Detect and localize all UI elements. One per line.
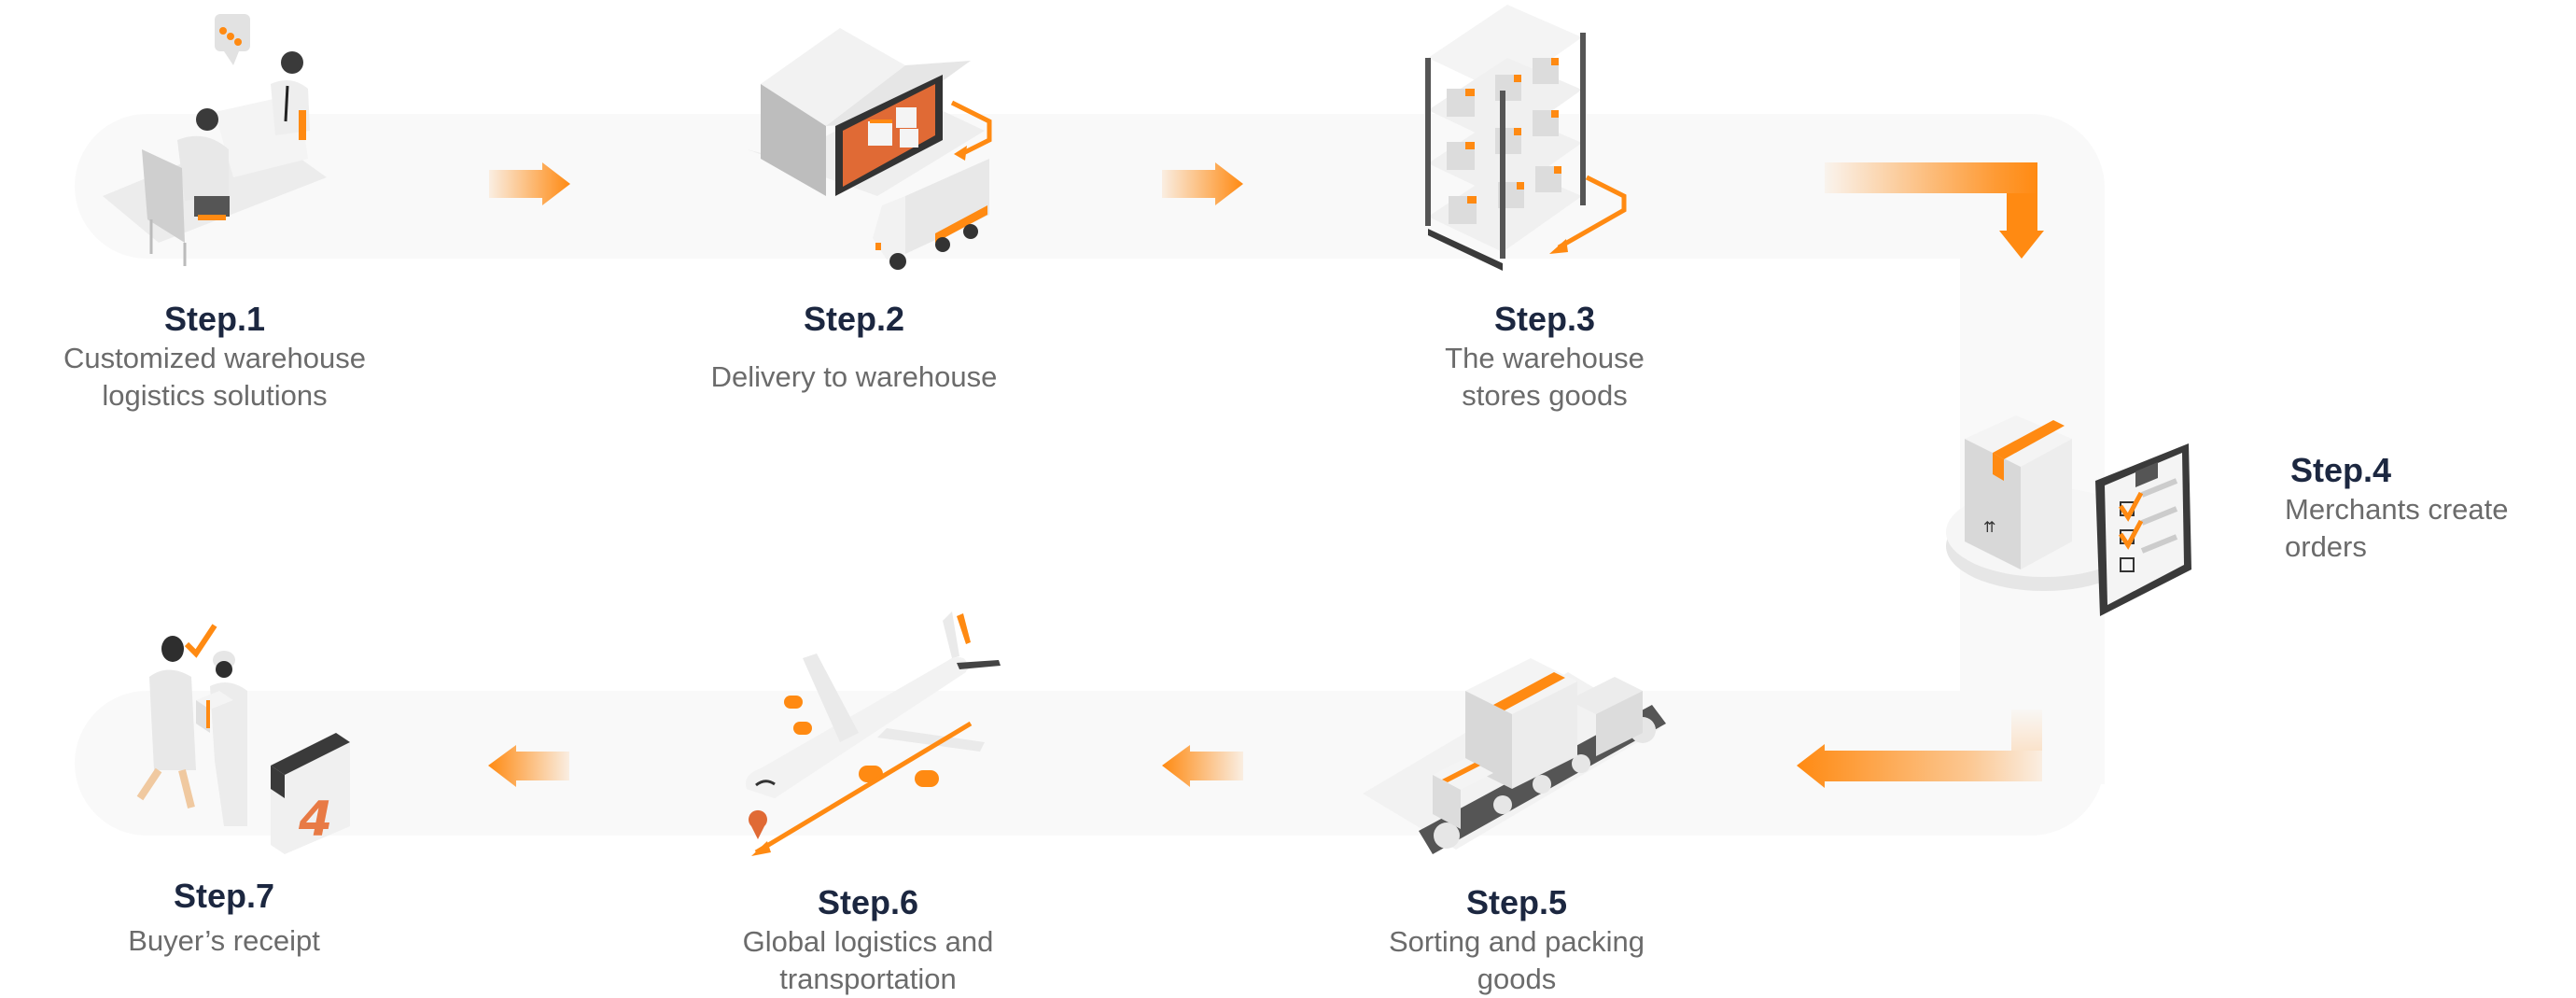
step-desc-line: Sorting and packing — [1388, 925, 1645, 958]
business-meeting-icon — [75, 9, 336, 271]
svg-text:⇈: ⇈ — [1983, 518, 1995, 536]
flow-band-bottom — [75, 691, 2105, 836]
delivery-handover-icon: 4 — [107, 611, 369, 854]
step-desc-line: Merchants create — [2285, 493, 2509, 526]
step-7: Step.7 Buyer’s receipt — [37, 876, 411, 960]
arrow-step4-to-step5 — [1797, 710, 2042, 788]
step-desc-line: Global logistics and — [742, 925, 994, 958]
conveyor-belt-icon — [1344, 635, 1680, 859]
airplane-icon — [719, 602, 1017, 864]
step-2: Step.2 Delivery to warehouse — [667, 299, 1041, 396]
step-title: Step.3 — [1493, 300, 1596, 338]
order-checklist-icon: ⇈ — [1913, 392, 2231, 644]
step-6: Step.6 Global logistics and transportati… — [681, 882, 1055, 998]
step-title: Step.5 — [1465, 883, 1568, 921]
step-5: Step.5 Sorting and packing goods — [1330, 882, 1703, 998]
step-desc-line: goods — [1477, 963, 1557, 995]
step-title: Step.4 — [2290, 451, 2392, 489]
step-desc-line: logistics solutions — [102, 379, 328, 412]
arrow-step6-to-step7 — [488, 745, 569, 787]
step-title: Step.1 — [163, 300, 266, 338]
warehouse-truck-icon — [691, 9, 1045, 280]
step-desc-line: The warehouse — [1445, 342, 1645, 374]
arrow-step3-to-step4 — [1825, 162, 2044, 259]
arrow-step2-to-step3 — [1162, 162, 1243, 205]
step-desc-line: orders — [2285, 530, 2367, 563]
step-4: Step.4 Merchants create orders — [2285, 450, 2565, 566]
step-desc-line: Customized warehouse — [63, 342, 366, 374]
step-desc-line: stores goods — [1462, 379, 1628, 412]
step-title: Step.2 — [803, 300, 905, 338]
storage-shelf-icon — [1409, 0, 1652, 271]
step-1: Step.1 Customized warehouse logistics so… — [37, 299, 392, 415]
step-desc-line: transportation — [779, 963, 957, 995]
step-3: Step.3 The warehouse stores goods — [1358, 299, 1731, 415]
step-title: Step.6 — [817, 883, 919, 921]
flow-band-top — [75, 114, 2105, 259]
arrow-step5-to-step6 — [1162, 745, 1243, 787]
step-title: Step.7 — [173, 877, 275, 915]
arrow-step1-to-step2 — [489, 162, 570, 205]
step-desc-line: Delivery to warehouse — [710, 360, 998, 393]
step-desc-line: Buyer’s receipt — [128, 924, 320, 957]
calendar-day: 4 — [298, 792, 332, 848]
